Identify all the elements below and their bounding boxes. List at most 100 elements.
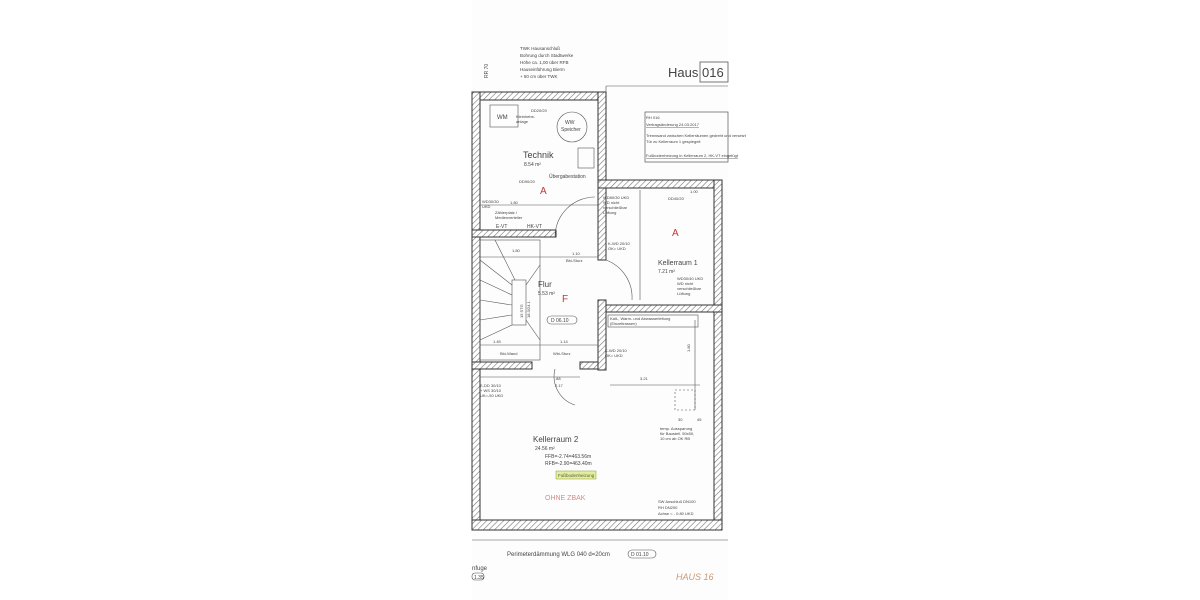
plan-label: Bohrung durch Stadtwerke bbox=[520, 53, 574, 58]
room-technik: WM WW Speicher DD20/20 Kleinhebe- anlage… bbox=[482, 108, 586, 230]
plan-label: RH 016 bbox=[646, 115, 660, 120]
room-flur: Flur 5.53 m² F 15 STG 18.3/24.1 D 06.10 … bbox=[493, 248, 582, 356]
plan-label: HK-VT bbox=[527, 224, 542, 230]
plan-label: 45 bbox=[697, 417, 702, 422]
plan-label: DD90/20 bbox=[519, 179, 536, 184]
plan-label: Kellerraum 1 bbox=[658, 260, 698, 267]
plan-label: UKD bbox=[482, 204, 491, 209]
plan-label: E-VT bbox=[496, 224, 507, 230]
plan-label: DD20/20 bbox=[531, 108, 548, 113]
plan-label: WD nicht bbox=[677, 281, 694, 286]
plan-label: Kalt-, Warm- und Abwasserleitung bbox=[610, 316, 670, 321]
plan-label: WD30/30 bbox=[482, 199, 499, 204]
plan-label: DD40/20 bbox=[668, 196, 685, 201]
plan-label: D 06.10 bbox=[551, 318, 569, 324]
plan-label: E-DD 30/10 bbox=[480, 383, 502, 388]
plan-label: + WS 30/10 bbox=[480, 388, 502, 393]
plan-label: 1.45 bbox=[493, 339, 502, 344]
plan-label: Technik bbox=[523, 150, 554, 160]
plan-label: 1.80 bbox=[512, 248, 521, 253]
plan-label: verschließbar bbox=[603, 205, 628, 210]
room-kellerraum-1: A Kellerraum 1 7.21 m² WD80/30 UKD WD ni… bbox=[603, 189, 703, 296]
revision-box: RH 016 Vertragsänderung 24.03.2017 Trenn… bbox=[644, 111, 747, 163]
plan-label: 1.14 bbox=[560, 339, 569, 344]
plan-label: 24.56 m² bbox=[535, 446, 555, 452]
plan-label: OHNE ZBAK bbox=[545, 495, 586, 502]
plan-label: 1.80 bbox=[686, 343, 691, 352]
plan-label: Bbi-Sturz bbox=[566, 258, 582, 263]
door-swing bbox=[554, 196, 596, 238]
plan-label: 1.00 bbox=[690, 189, 699, 194]
plan-label: 30 bbox=[678, 417, 683, 422]
plan-label: anlage bbox=[516, 119, 529, 124]
plan-label: 1.80 bbox=[510, 200, 519, 205]
plan-label: 1.10 bbox=[572, 251, 581, 256]
washing-machine bbox=[489, 104, 519, 128]
plan-label: WD30/40 UKD bbox=[677, 276, 703, 281]
plan-label: WD nicht bbox=[603, 200, 620, 205]
plan-label: verschließbar bbox=[677, 286, 702, 291]
plan-label: OK= UKD bbox=[605, 353, 623, 358]
plan-label: 2.17 bbox=[555, 383, 564, 388]
plan-label: K-WD 20/10 bbox=[608, 241, 631, 246]
axis-label: RR 70 bbox=[484, 64, 490, 78]
plan-label: 10 cm ab OK RB bbox=[660, 436, 690, 441]
plan-label: Kleinhebe- bbox=[516, 114, 536, 119]
plan-label: Lüftung bbox=[603, 210, 616, 215]
plan-label: Bbi-Wand bbox=[500, 351, 517, 356]
plan-label: D 01.10 bbox=[631, 552, 649, 558]
plan-label: temp. Aussparung bbox=[660, 426, 692, 431]
plan-label: SW Anschluß DN100 bbox=[658, 499, 696, 504]
plan-label: WD80/30 UKD bbox=[603, 195, 629, 200]
plan-label: Kellerraum 2 bbox=[533, 435, 579, 444]
plan-label: 3.21 bbox=[640, 376, 649, 381]
plan-label: A bbox=[540, 186, 547, 197]
plan-label: K-WD 20/10 bbox=[605, 348, 628, 353]
house-label: Haus bbox=[668, 65, 699, 80]
plan-label: RFB=-2.90=463.40m bbox=[545, 461, 592, 467]
plan-label: Wbi-Sturz bbox=[553, 351, 571, 356]
plan-label: Hauseinführung Bierm bbox=[520, 67, 565, 72]
plan-label: Fußbodenheizung in Kellerraum 2, HK-VT e… bbox=[646, 153, 739, 158]
plan-label: UK=-50 UKD bbox=[480, 393, 503, 398]
plan-label: 8.54 m² bbox=[524, 162, 541, 168]
plan-label: 18.3/24.1 bbox=[526, 301, 531, 318]
room-kellerraum-2: Kalt-, Warm- und Abwasserleitung (Einzel… bbox=[480, 314, 702, 516]
plan-label: nfuge bbox=[472, 566, 488, 572]
plan-label: Vertragsänderung 24.03.2017 bbox=[646, 122, 700, 127]
plan-label: HAUS 16 bbox=[676, 572, 714, 582]
plan-label: 5.53 m² bbox=[538, 291, 555, 297]
plan-label: Tür zu Kellerraum 1 gespiegelt bbox=[646, 139, 701, 144]
plan-label: RH DN200 bbox=[658, 505, 678, 510]
plan-label: Übergabestation bbox=[549, 173, 586, 180]
plan-label: Medienverteiler bbox=[495, 215, 523, 220]
plan-label: + 50 cm über TWK bbox=[520, 74, 558, 79]
water-heater bbox=[556, 111, 588, 143]
plan-label: 15 STG bbox=[519, 304, 524, 318]
plan-label: Speicher bbox=[561, 127, 581, 133]
plan-label: Perimeterdämmung WLG 040 d=20cm bbox=[507, 552, 610, 558]
plan-label: OK= UKD bbox=[608, 246, 626, 251]
plan-label: Achse = - 0.80 UKD bbox=[658, 511, 694, 516]
plan-label: Trennwand zwischen Kellerräumen gedreht … bbox=[646, 133, 747, 138]
walls bbox=[471, 91, 723, 531]
plan-label: FFB=-2.74=463.56m bbox=[545, 454, 591, 460]
plan-label: A bbox=[672, 228, 679, 239]
plan-label: 7.21 m² bbox=[658, 269, 675, 275]
plan-label: .88 bbox=[555, 376, 561, 381]
staircase bbox=[479, 239, 541, 361]
plan-label: Höhe ca. 1,00 über RFB bbox=[520, 60, 569, 65]
plan-label: für Baustell. 50x50, bbox=[660, 431, 694, 436]
house-number: 016 bbox=[702, 65, 724, 80]
plan-label: Zählerplatz / bbox=[495, 210, 518, 215]
plan-label: Fußbodenheizung bbox=[558, 473, 595, 478]
plan-label: Flur bbox=[538, 280, 552, 289]
plan-label: 1.35 bbox=[474, 575, 484, 581]
plan-label: WW bbox=[565, 120, 575, 126]
plan-label: WM bbox=[497, 115, 508, 121]
plan-label: TWK Hausanschluß bbox=[520, 46, 560, 51]
footer-annotations: Perimeterdämmung WLG 040 d=20cm D 01.10 … bbox=[471, 549, 714, 582]
connection-note: TWK Hausanschluß Bohrung durch Stadtwerk… bbox=[520, 46, 574, 79]
plan-label: (Einzeltrassen) bbox=[610, 321, 637, 326]
